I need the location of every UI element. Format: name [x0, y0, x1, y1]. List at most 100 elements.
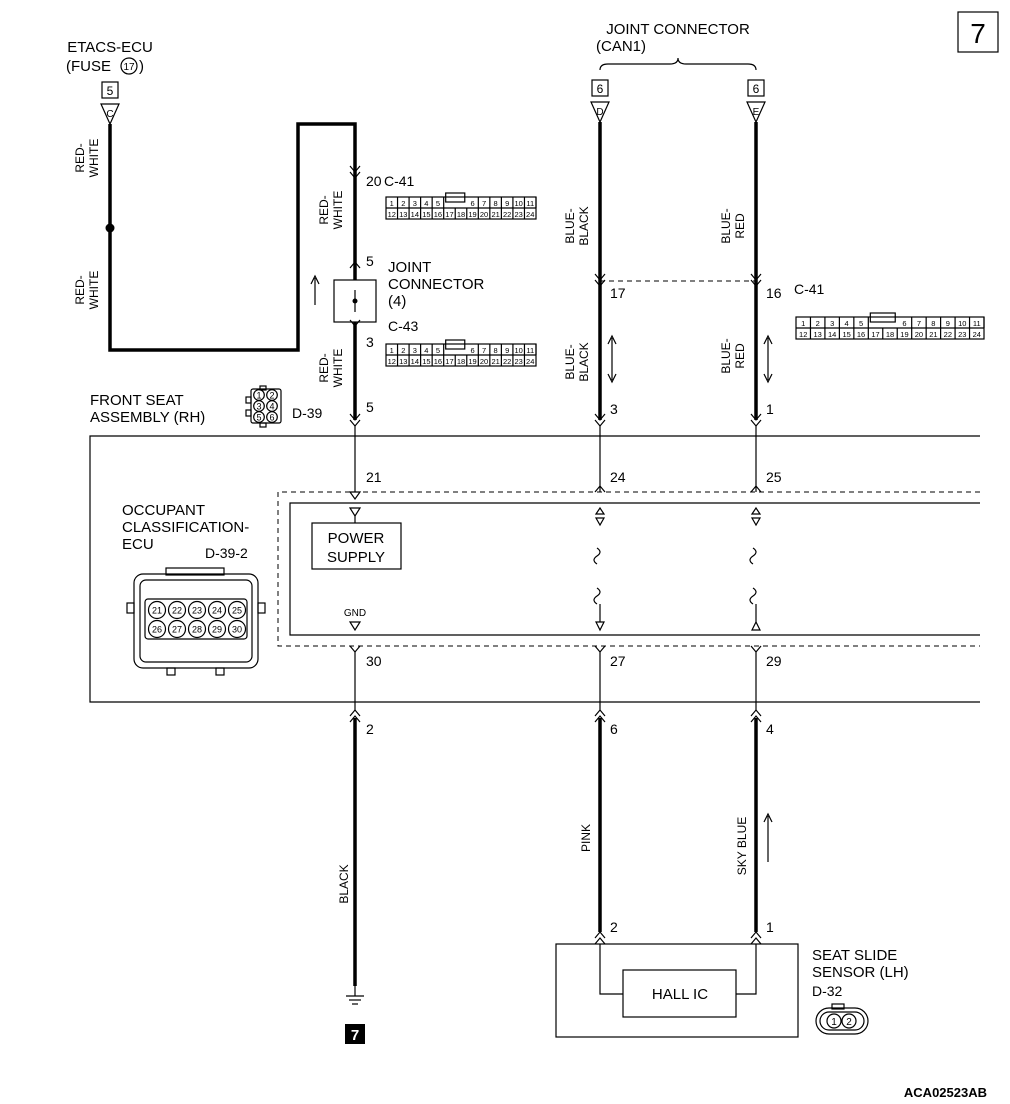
hall-ic-label: HALL IC: [652, 986, 708, 1003]
etacs-pin-letter: C: [106, 109, 113, 120]
pin-1-can: 1: [766, 401, 774, 417]
wire-label-red-white-2b: WHITE: [87, 271, 101, 310]
ocu-label-2: CLASSIFICATION-: [122, 519, 249, 536]
wire-black-ground: 7: [345, 709, 365, 1044]
joint-can1-bracket: [599, 57, 757, 71]
connector-pin-number: 14: [411, 357, 419, 366]
wire-label-pink: PINK: [579, 824, 593, 852]
wire-red-white-etacs: [105, 122, 357, 352]
bidirectional-arrow-can-l: [763, 334, 773, 384]
connector-pin-number: 1: [801, 319, 805, 328]
ocu-label-3: ECU: [122, 536, 154, 553]
etacs-fuse-number: 17: [123, 62, 135, 73]
ground-tag-number: 7: [351, 1027, 359, 1044]
d39-pin-number: 2: [269, 391, 274, 401]
connector-pin-number: 5: [859, 319, 863, 328]
connector-pin-number: 13: [814, 330, 822, 339]
can-internal-stubs: [593, 506, 762, 632]
ecu-pin-number: 26: [152, 625, 162, 635]
connector-pin-number: 6: [470, 346, 474, 355]
connector-pin-number: 19: [468, 210, 476, 219]
power-supply-box: POWER SUPPLY: [311, 507, 402, 570]
d39-pin-number: 1: [256, 391, 261, 401]
joint-connector-4: [333, 261, 377, 327]
wire-sky-blue: [736, 709, 762, 995]
connector-pin-number: 5: [436, 199, 440, 208]
connector-pin-number: 5: [436, 346, 440, 355]
power-supply-label-2: SUPPLY: [327, 549, 385, 566]
pin-27: 27: [610, 653, 626, 669]
pin-5-d39: 5: [366, 399, 374, 415]
pin-21: 21: [366, 469, 382, 485]
pin-marker-20: [349, 165, 361, 179]
connector-pin-number: 10: [958, 319, 966, 328]
wire-label-blue-red-1b: RED: [733, 213, 747, 239]
wire-label-red-white-1b: WHITE: [87, 139, 101, 178]
connector-c41-right-label: C-41: [794, 281, 825, 297]
d39-pin-number: 3: [256, 402, 261, 412]
connector-pin-number: 7: [482, 346, 486, 355]
fuse-number-circle: [120, 57, 138, 75]
ecu-pin-number: 21: [152, 606, 162, 616]
connector-pin-number: 4: [424, 199, 428, 208]
sensor-label-2: SENSOR (LH): [812, 964, 909, 981]
d39-pin-number: 4: [269, 402, 274, 412]
connector-pin-number: 22: [944, 330, 952, 339]
joint-can1-subtitle: (CAN1): [596, 38, 646, 55]
connector-pin-number: 3: [413, 199, 417, 208]
pin-17: 17: [610, 285, 626, 301]
etacs-pin-arrow: [100, 103, 120, 126]
connector-pin-number: 11: [973, 319, 981, 328]
connector-pin-number: 13: [399, 210, 407, 219]
wire-label-blue-black-1b: BLACK: [577, 206, 591, 245]
etacs-connector-tag: [101, 81, 119, 99]
connector-pin-number: 20: [480, 210, 488, 219]
connector-pin-number: 9: [505, 346, 509, 355]
joint4-title1: JOINT: [388, 259, 431, 276]
wire-label-red-white-4a: RED-: [317, 353, 331, 382]
can1-pin-right: E: [753, 107, 760, 118]
connector-pin-number: 4: [845, 319, 849, 328]
connector-pin-number: 16: [857, 330, 865, 339]
wire-label-red-white-2a: RED-: [73, 275, 87, 304]
etacs-fuse-prefix: (FUSE: [66, 58, 111, 75]
pin-1-sensor: 1: [766, 919, 774, 935]
connector-pin-number: 18: [886, 330, 894, 339]
connector-pin-number: 2: [401, 199, 405, 208]
etacs-tag-number: 5: [107, 84, 114, 98]
connector-pin-number: 11: [526, 199, 534, 208]
connector-d39-label: D-39: [292, 405, 323, 421]
gnd-label: GND: [344, 608, 366, 619]
connector-d39-2-label: D-39-2: [205, 545, 248, 561]
connector-pin-number: 11: [526, 346, 534, 355]
connector-pin-number: 12: [388, 357, 396, 366]
joint4-title2: CONNECTOR: [388, 276, 485, 293]
wire-label-black: BLACK: [337, 864, 351, 903]
wire-pink: [594, 709, 623, 995]
connector-pin-number: 23: [958, 330, 966, 339]
joint4-title3: (4): [388, 293, 406, 310]
wire-label-red-white-4b: WHITE: [331, 349, 345, 388]
connector-pin-number: 16: [434, 210, 442, 219]
connector-pin-number: 7: [482, 199, 486, 208]
connector-pin-number: 9: [946, 319, 950, 328]
connector-pin-number: 10: [515, 346, 523, 355]
wire-label-red-white-1a: RED-: [73, 143, 87, 172]
connector-pin-number: 6: [902, 319, 906, 328]
can1-tag-left: 6: [597, 82, 604, 96]
connector-pin-number: 23: [515, 210, 523, 219]
connector-pin-number: 10: [515, 199, 523, 208]
wire-label-blue-black-2b: BLACK: [577, 342, 591, 381]
inner-wires: [354, 426, 757, 492]
connector-pin-number: 24: [526, 357, 534, 366]
pin-24: 24: [610, 469, 626, 485]
front-seat-assembly-box: [89, 435, 980, 703]
etacs-ecu: ETACS-ECU (FUSE 17 ) 5 C: [66, 39, 153, 126]
pin-20: 20: [366, 173, 382, 189]
power-supply-label-1: POWER: [328, 530, 385, 547]
pin-3-can: 3: [610, 401, 618, 417]
